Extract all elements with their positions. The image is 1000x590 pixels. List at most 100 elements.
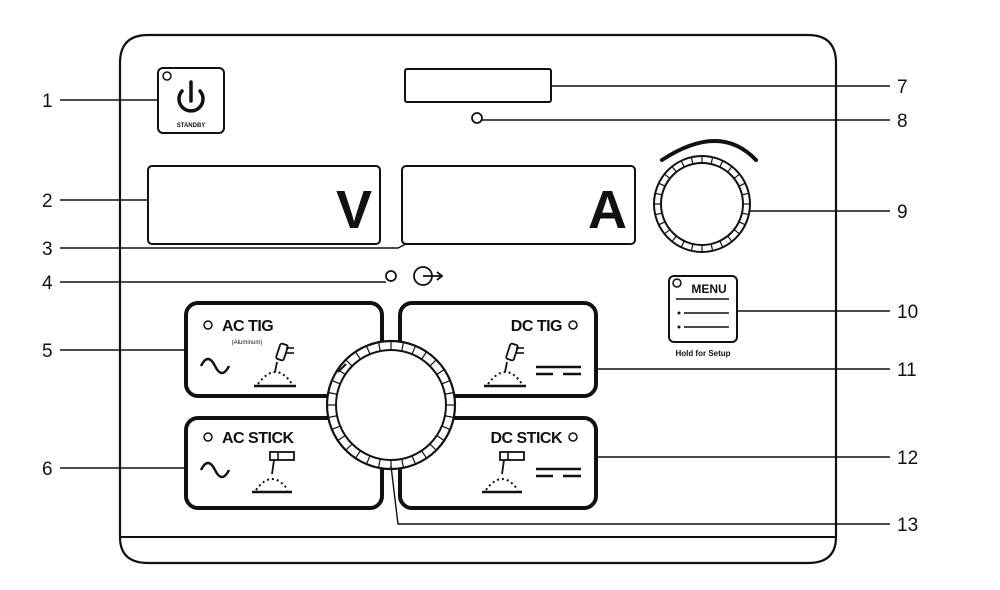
amperage-control-knob[interactable] — [653, 139, 758, 253]
knob-tooth — [727, 235, 733, 242]
knob-tooth — [345, 359, 353, 367]
knob-tooth — [680, 240, 685, 248]
knob-tooth — [337, 435, 346, 442]
callout-13: 13 — [897, 515, 918, 536]
knob-tooth — [444, 391, 454, 395]
knob-tooth — [401, 458, 405, 468]
knob-tooth — [738, 182, 746, 187]
voltage-display: V — [147, 165, 381, 245]
standby-button[interactable]: STANDBY — [157, 67, 225, 134]
menu-label: MENU — [691, 282, 726, 296]
knob-tooth — [690, 243, 694, 251]
knob-tooth — [719, 160, 724, 168]
callout-7: 7 — [897, 77, 908, 98]
callout-8: 8 — [897, 111, 908, 132]
remote-indicator-led — [385, 270, 397, 282]
ac-tig-indicator-led — [203, 320, 213, 330]
ac-tig-sublabel: (Aluminum) — [232, 340, 263, 346]
callout-11: 11 — [897, 360, 917, 381]
callout-3: 3 — [42, 239, 53, 260]
knob-tooth — [345, 443, 353, 451]
menu-list-icon — [676, 298, 729, 329]
stick-electrode-icon — [252, 451, 295, 494]
knob-tooth — [429, 443, 437, 451]
knob-tooth — [741, 192, 749, 196]
knob-tooth — [365, 345, 371, 355]
amperage-display: A — [401, 165, 636, 245]
dc-stick-label: DC STICK — [490, 430, 563, 447]
knob-tooth — [658, 182, 666, 187]
knob-tooth — [655, 192, 663, 196]
knob-tooth — [331, 425, 341, 431]
callout-12: 12 — [897, 448, 918, 469]
standby-label: STANDBY — [177, 123, 206, 129]
knob-tooth — [331, 379, 341, 385]
power-icon — [177, 80, 205, 113]
knob-tooth — [719, 240, 724, 248]
knob-tooth — [328, 391, 338, 395]
dc-current-icon — [536, 365, 581, 376]
tig-torch-icon — [484, 342, 526, 388]
callout-leaders — [60, 85, 890, 525]
knob-tooth — [354, 450, 361, 459]
knob-tooth — [377, 342, 381, 352]
knob-tooth — [377, 458, 381, 468]
knob-tooth — [411, 345, 417, 355]
knob-tooth — [733, 173, 740, 179]
knob-tooth — [727, 166, 733, 173]
knob-direction-arc — [660, 139, 758, 162]
knob-tooth — [441, 379, 451, 385]
knob-tooth — [354, 351, 361, 360]
status-display — [404, 68, 552, 103]
callout-1: 1 — [42, 91, 53, 112]
ac-tig-mode-button[interactable]: AC TIG (Aluminum) — [184, 301, 384, 398]
knob-tooth — [441, 425, 451, 431]
ac-stick-indicator-led — [203, 432, 213, 442]
knob-tooth — [436, 435, 445, 442]
voltage-unit-label: V — [336, 180, 372, 240]
knob-tooth — [444, 415, 454, 419]
dc-current-icon — [536, 467, 581, 478]
remote-control-icon — [413, 266, 444, 286]
knob-tooth — [429, 359, 437, 367]
tig-torch-icon — [254, 342, 296, 388]
knob-tooth — [401, 342, 405, 352]
callout-2: 2 — [42, 191, 53, 212]
ac-sine-icon — [199, 357, 231, 375]
knob-tooth — [328, 415, 338, 419]
knob-tooth — [664, 173, 671, 179]
callout-9: 9 — [897, 202, 908, 223]
callout-6: 6 — [42, 459, 53, 480]
dc-tig-label: DC TIG — [511, 318, 562, 335]
knob-tooth — [680, 160, 685, 168]
mode-selector-knob[interactable] — [325, 339, 457, 471]
ac-sine-icon — [199, 461, 231, 479]
standby-indicator-led — [162, 71, 172, 81]
callout-4: 4 — [42, 273, 53, 294]
knob-tooth — [411, 455, 417, 465]
knob-tooth — [690, 157, 694, 165]
knob-tooth — [671, 166, 677, 173]
indicator-light — [471, 112, 483, 124]
knob-tooth — [655, 212, 663, 216]
callout-5: 5 — [42, 341, 53, 362]
knob-tooth — [421, 351, 428, 360]
knob-tooth — [741, 212, 749, 216]
dc-stick-indicator-led — [568, 432, 578, 442]
ac-tig-label: AC TIG — [222, 318, 273, 335]
knob-pointer-mark — [337, 363, 347, 373]
ac-stick-label: AC STICK — [222, 430, 295, 447]
knob-tooth — [738, 221, 746, 226]
callout-10: 10 — [897, 302, 918, 323]
stick-electrode-icon — [482, 451, 525, 494]
knob-tooth — [733, 229, 740, 235]
menu-caption: Hold for Setup — [675, 349, 730, 358]
knob-tooth — [365, 455, 371, 465]
knob-tooth — [671, 235, 677, 242]
dc-tig-indicator-led — [568, 320, 578, 330]
callout-numbers: 1 2 3 4 5 6 7 8 9 10 11 12 13 — [42, 77, 918, 536]
knob-tooth — [710, 243, 714, 251]
menu-button[interactable]: MENU Hold for Setup — [668, 275, 738, 358]
knob-tooth — [664, 229, 671, 235]
